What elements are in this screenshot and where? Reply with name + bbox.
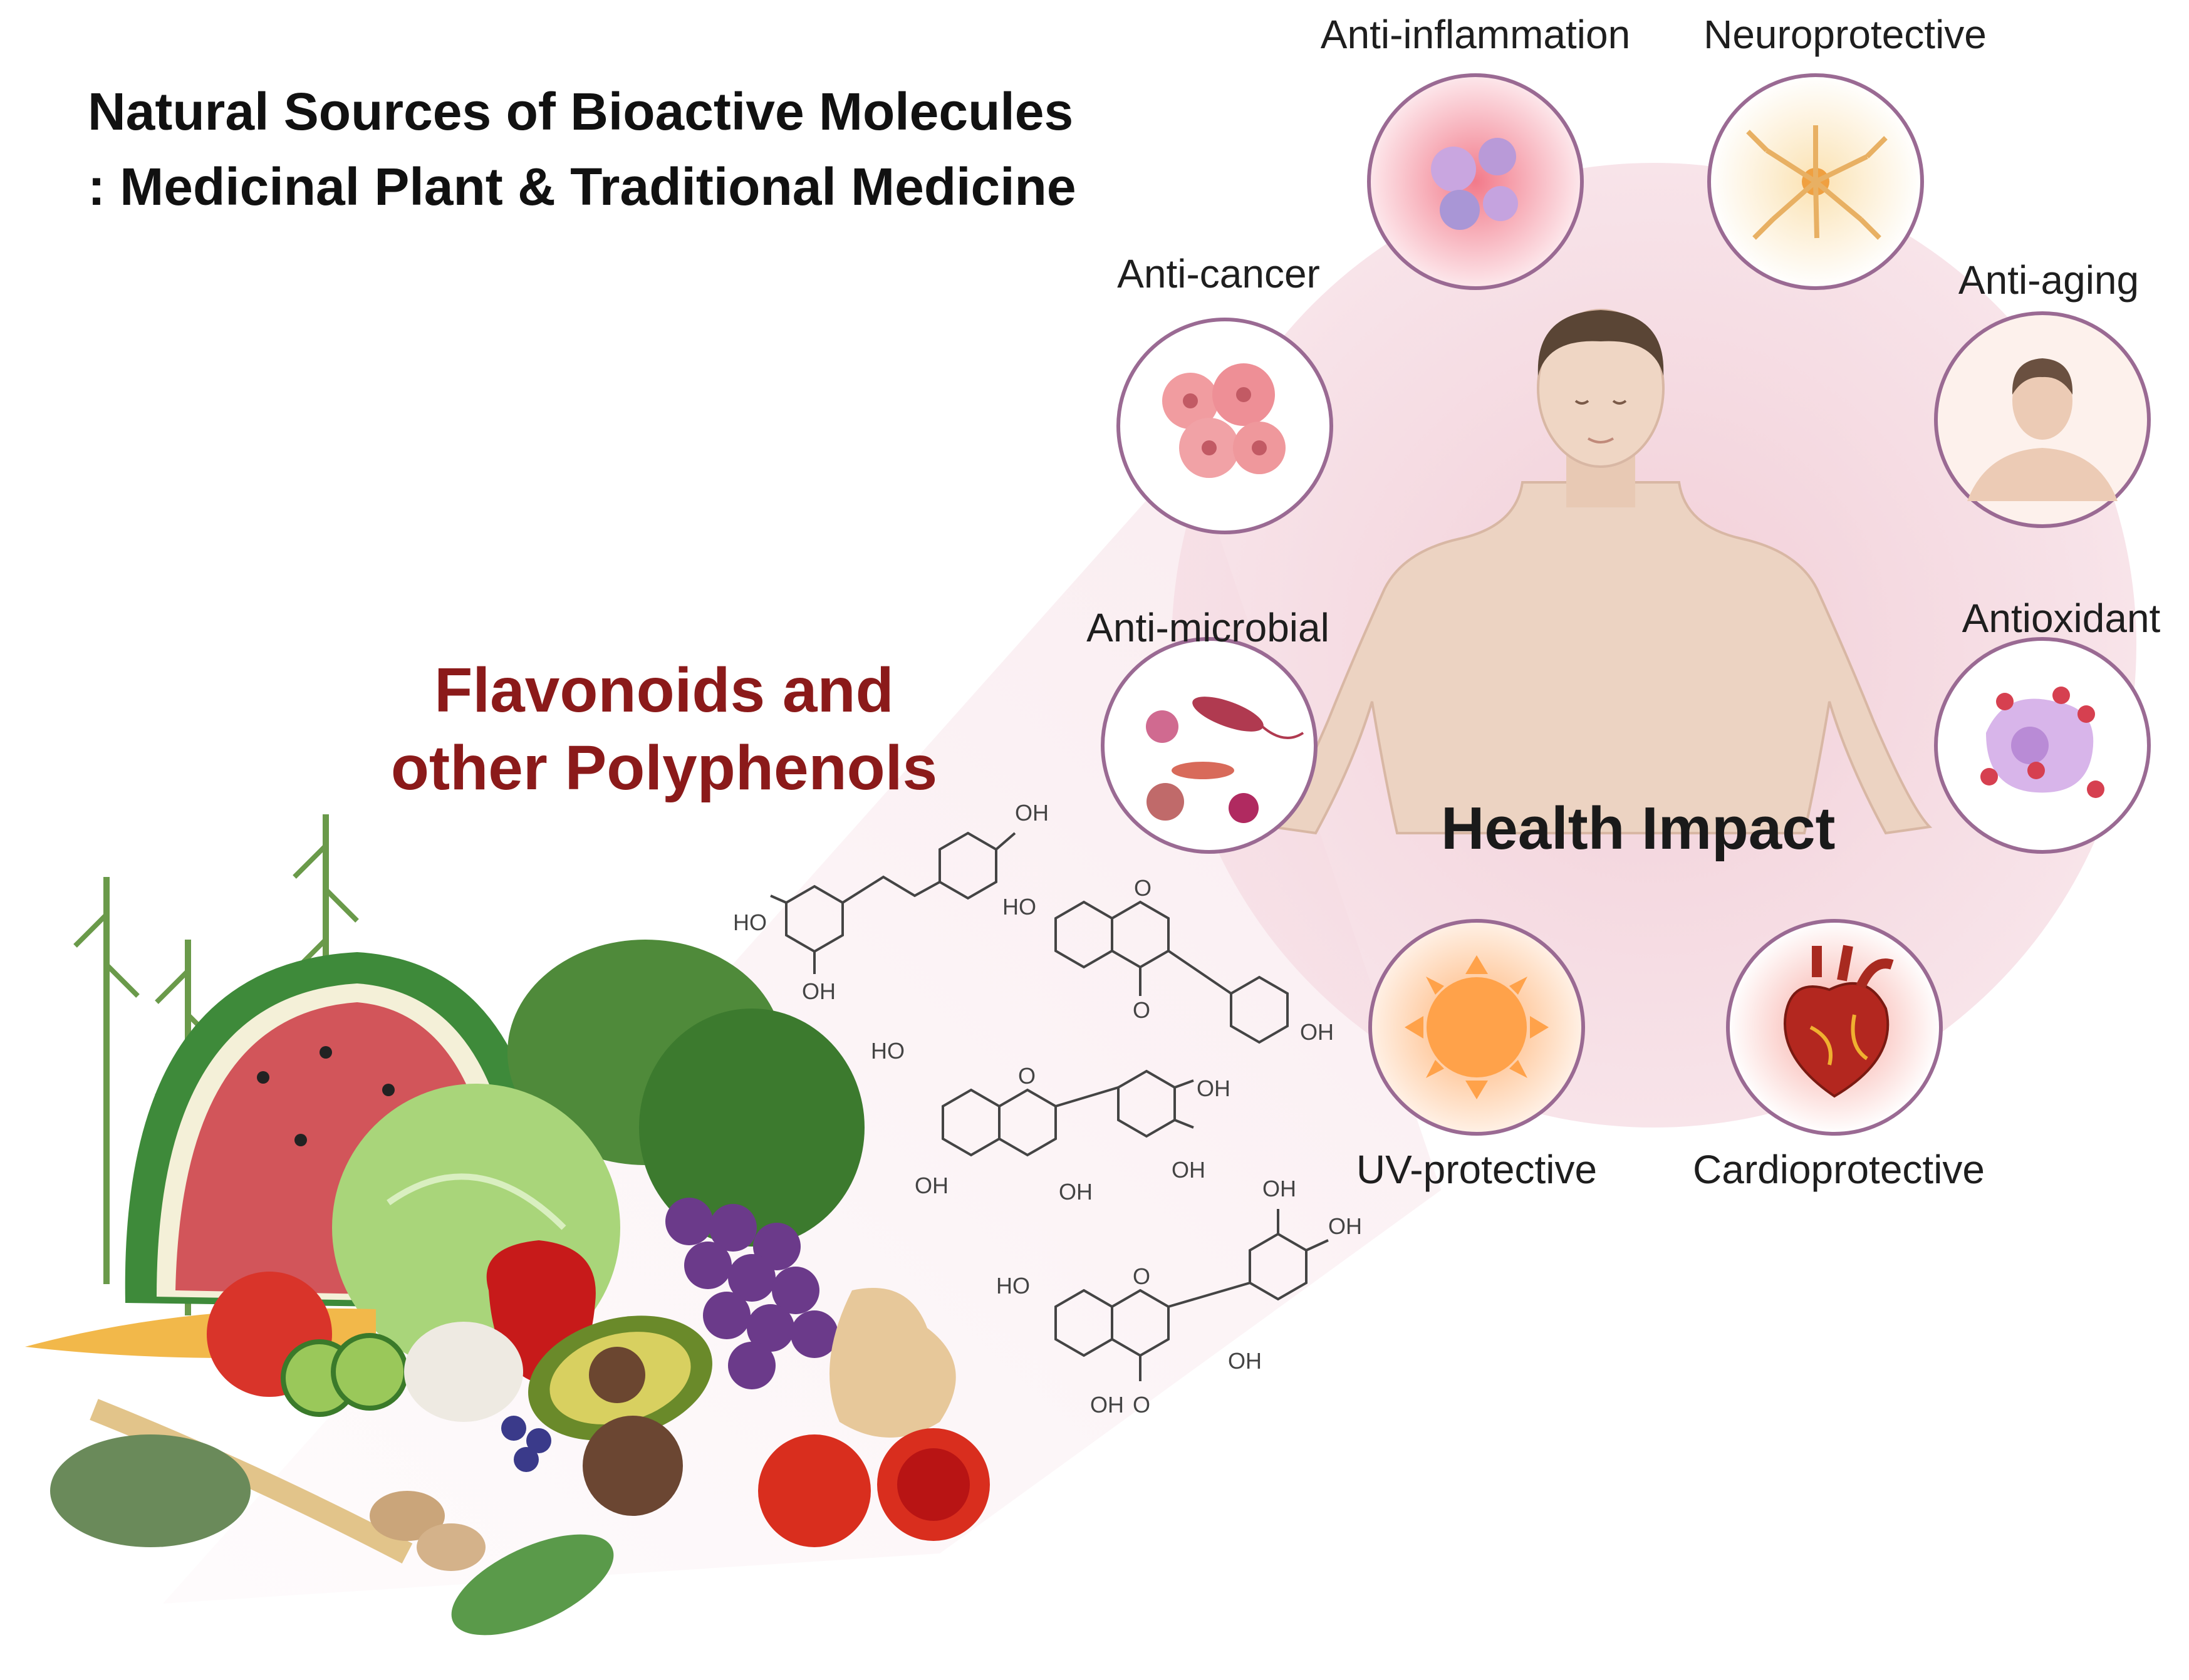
chem-oh-label: OH	[1228, 1348, 1262, 1374]
subtitle-line-2: other Polyphenols	[390, 733, 938, 803]
chem-oh-label: OH	[915, 1173, 949, 1198]
label-anti-aging: Anti-aging	[1958, 257, 2140, 303]
chem-o-label: O	[1133, 997, 1150, 1023]
chem-o-label: O	[1133, 1263, 1150, 1289]
label-anti-inflammation: Anti-inflammation	[1320, 12, 1631, 57]
plants-and-food-illustration	[25, 814, 990, 1636]
human-body-illustration	[1269, 309, 1933, 835]
chem-oh-label: OH	[1015, 800, 1049, 826]
chem-ho-label: HO	[733, 910, 767, 935]
molecule-resveratrol	[770, 831, 1016, 974]
molecule-catechin	[942, 1069, 1194, 1157]
chem-ho-label: HO	[871, 1038, 905, 1064]
chem-oh-label: OH	[802, 978, 836, 1004]
chem-oh-label: OH	[1262, 1176, 1296, 1201]
label-uv-protective: UV-protective	[1356, 1147, 1598, 1192]
effect-circle-anti-inflammation	[1367, 73, 1584, 290]
chem-o-label: O	[1134, 875, 1152, 901]
effect-circle-neuroprotective	[1707, 73, 1924, 290]
chem-oh-label: OH	[1300, 1019, 1334, 1045]
subtitle-line-1: Flavonoids and	[434, 655, 894, 725]
title-line-1: Natural Sources of Bioactive Molecules	[88, 82, 1074, 141]
compound-class-label: Flavonoids and other Polyphenols	[376, 651, 952, 807]
chem-oh-label: OH	[1197, 1076, 1230, 1101]
label-neuroprotective: Neuroprotective	[1703, 12, 1987, 57]
label-cardioprotective: Cardioprotective	[1693, 1147, 1985, 1192]
title-line-2: : Medicinal Plant & Traditional Medicine	[88, 157, 1076, 216]
chem-ho-label: HO	[1002, 894, 1036, 920]
label-anti-cancer: Anti-cancer	[1117, 251, 1320, 296]
effect-circle-anti-aging	[1934, 311, 2151, 528]
chem-o-label: O	[1133, 1392, 1150, 1418]
chem-oh-label: OH	[1059, 1179, 1093, 1205]
diagram-title: Natural Sources of Bioactive Molecules :…	[88, 74, 1076, 224]
label-antioxidant: Antioxidant	[1962, 596, 2161, 641]
chem-o-label: O	[1018, 1063, 1036, 1089]
molecule-quercetin	[1054, 1209, 1329, 1381]
chem-oh-label: OH	[1090, 1392, 1124, 1418]
chem-ho-label: HO	[996, 1273, 1030, 1299]
effect-circle-anti-cancer	[1116, 318, 1333, 534]
effect-circle-antioxidant	[1934, 637, 2151, 854]
effect-circle-uv-protective	[1368, 919, 1585, 1136]
chem-oh-label: OH	[1328, 1213, 1362, 1239]
health-impact-label: Health Impact	[1441, 795, 1836, 862]
label-anti-microbial: Anti-microbial	[1086, 605, 1329, 650]
molecule-daidzein	[1054, 900, 1289, 1044]
chem-oh-label: OH	[1172, 1157, 1205, 1183]
effect-circle-anti-microbial	[1101, 637, 1318, 854]
effect-circle-cardioprotective	[1726, 919, 1943, 1136]
